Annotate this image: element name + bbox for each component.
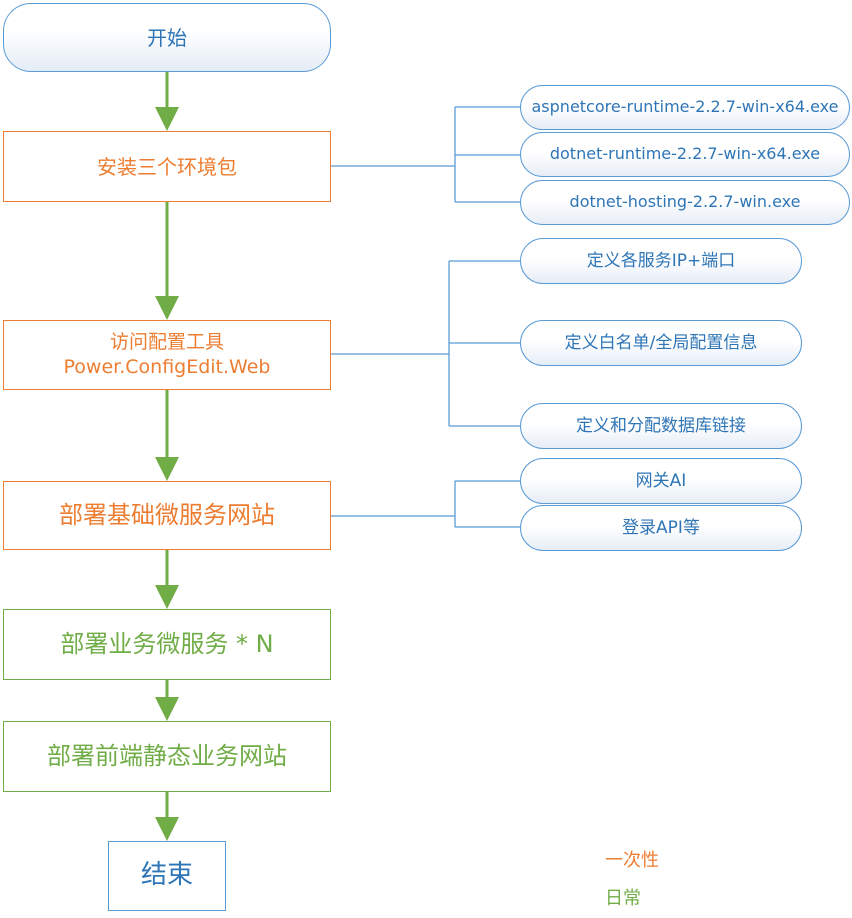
install-bracket [331, 106, 520, 203]
install-item-dotnet-hosting: dotnet-hosting-2.2.7-win.exe [520, 180, 850, 225]
config-bracket [331, 260, 520, 427]
legend-daily-label: 日常 [605, 888, 641, 909]
install-node: 安装三个环境包 [3, 131, 331, 202]
base-item-login-api: 登录API等 [520, 505, 802, 551]
start-node: 开始 [3, 3, 331, 72]
config-label-line1: 访问配置工具 [109, 331, 224, 354]
base-item-gateway: 网关AI [520, 458, 802, 504]
install-item-dotnet-runtime: dotnet-runtime-2.2.7-win-x64.exe [520, 132, 850, 177]
deploy-business-label: 部署业务微服务 * N [60, 629, 274, 658]
config-item-database: 定义和分配数据库链接 [520, 403, 802, 449]
base-item-label: 网关AI [635, 470, 687, 491]
base-item-label: 登录API等 [622, 517, 700, 538]
end-node: 结束 [108, 841, 226, 911]
config-item-label: 定义和分配数据库链接 [576, 415, 746, 436]
base-bracket [331, 480, 520, 528]
config-item-label: 定义各服务IP+端口 [586, 250, 736, 271]
config-item-whitelist: 定义白名单/全局配置信息 [520, 320, 802, 366]
deploy-base-label: 部署基础微服务网站 [59, 500, 275, 529]
deploy-frontend-node: 部署前端静态业务网站 [3, 721, 331, 792]
deploy-frontend-label: 部署前端静态业务网站 [47, 741, 287, 770]
install-item-label: aspnetcore-runtime-2.2.7-win-x64.exe [531, 97, 839, 117]
config-item-ip-port: 定义各服务IP+端口 [520, 238, 802, 284]
legend-once: 一次性 [605, 846, 659, 872]
install-item-label: dotnet-hosting-2.2.7-win.exe [569, 192, 801, 212]
config-node: 访问配置工具 Power.ConfigEdit.Web [3, 320, 331, 390]
legend-once-label: 一次性 [605, 850, 659, 871]
start-label: 开始 [147, 25, 187, 50]
end-label: 结束 [140, 860, 193, 891]
install-item-aspnetcore: aspnetcore-runtime-2.2.7-win-x64.exe [520, 85, 850, 130]
legend-daily: 日常 [605, 884, 641, 910]
deploy-base-node: 部署基础微服务网站 [3, 481, 331, 550]
config-item-label: 定义白名单/全局配置信息 [564, 332, 758, 353]
deploy-business-node: 部署业务微服务 * N [3, 609, 331, 680]
config-label-line2: Power.ConfigEdit.Web [63, 356, 271, 378]
install-item-label: dotnet-runtime-2.2.7-win-x64.exe [549, 144, 821, 164]
install-label: 安装三个环境包 [97, 154, 237, 179]
